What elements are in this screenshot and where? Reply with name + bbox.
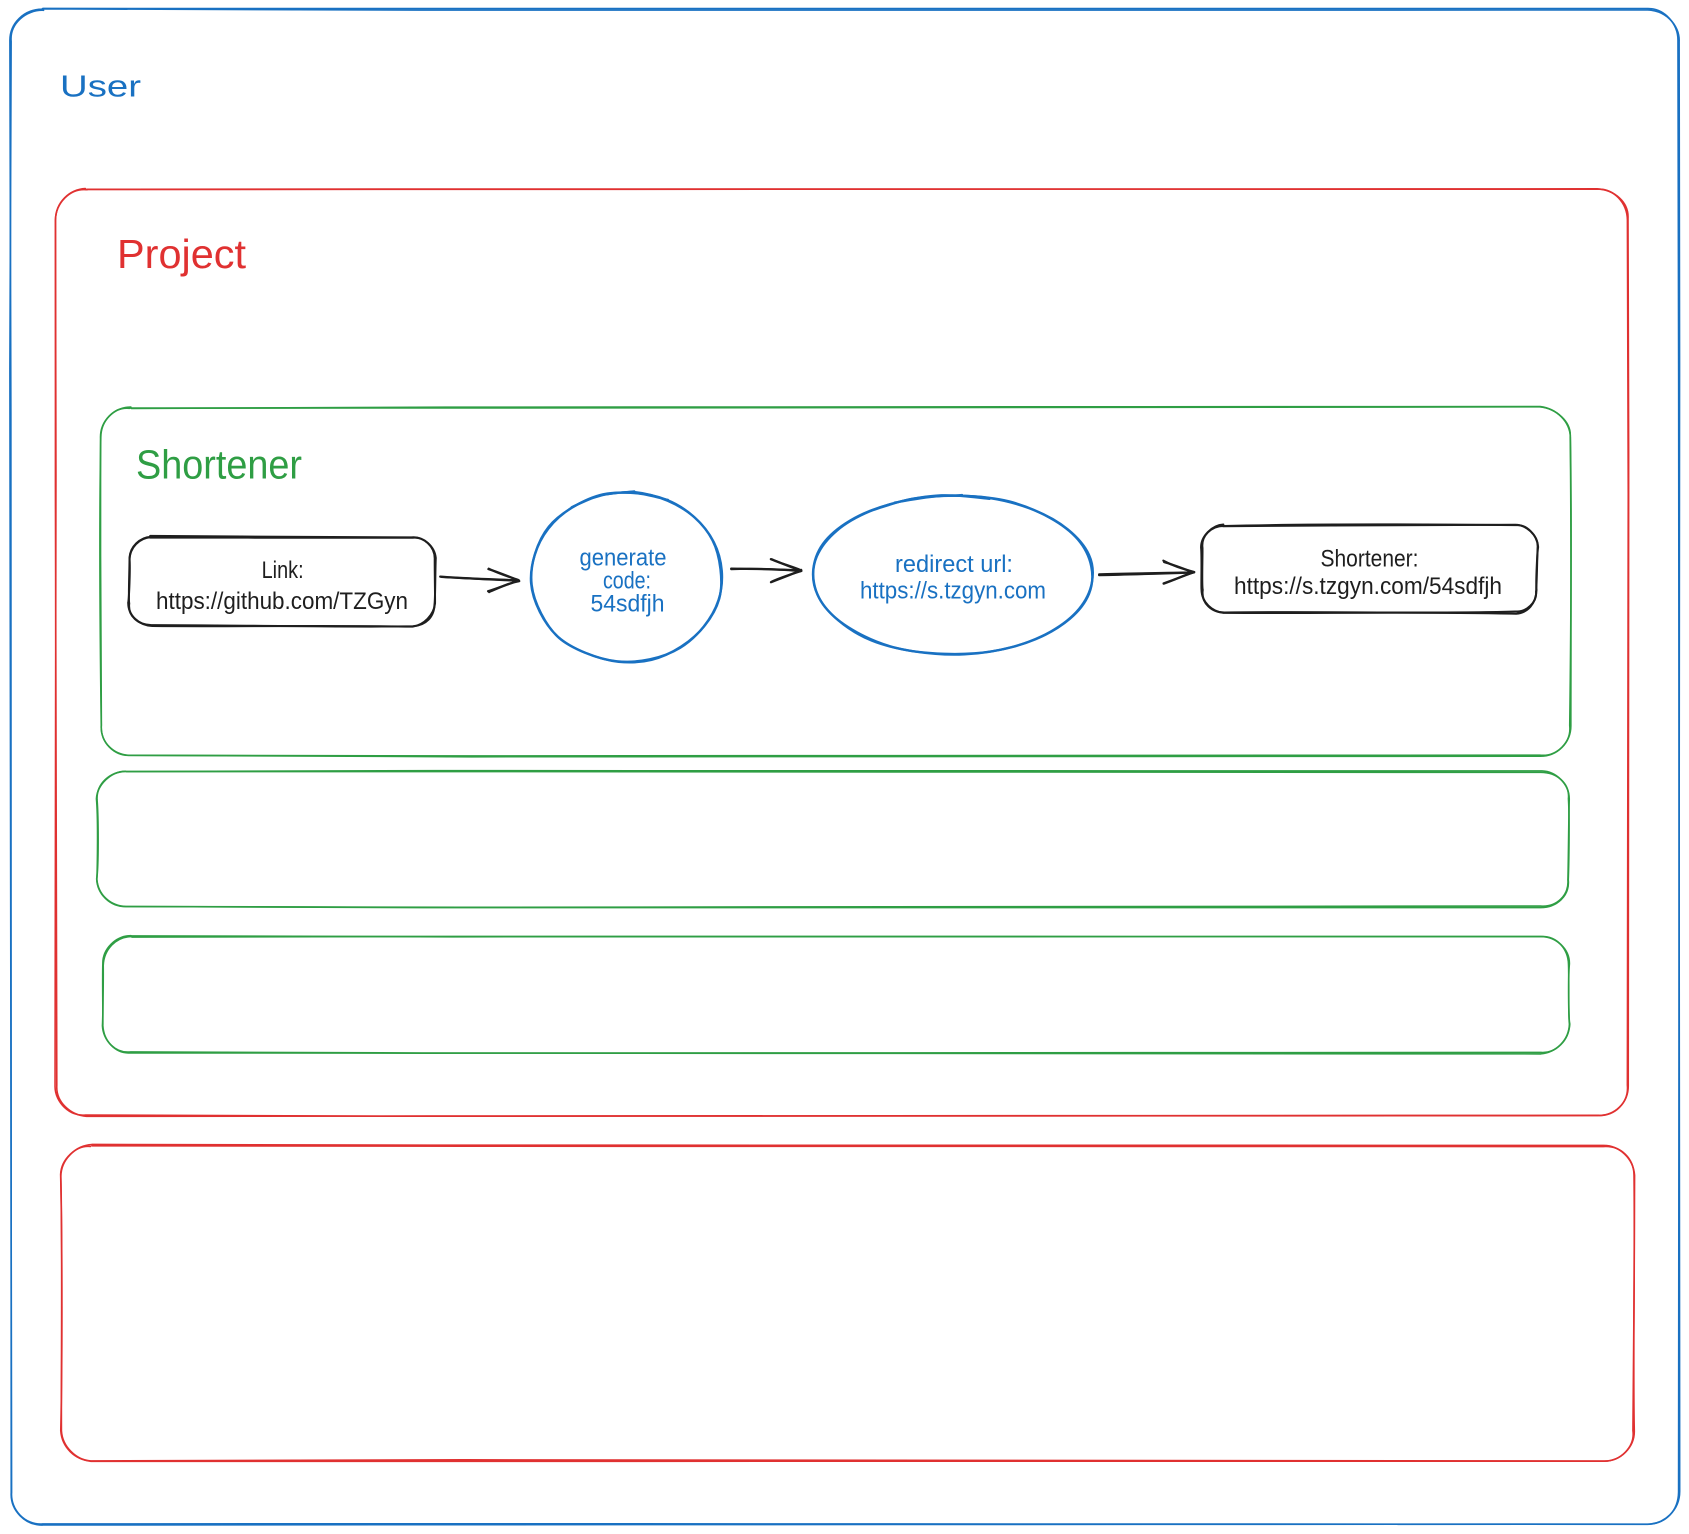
svg-text:Link:: Link: [262,557,304,584]
svg-text:54sdfjh: 54sdfjh [591,591,665,618]
svg-text:Shortener:: Shortener: [1321,546,1419,573]
svg-text:Shortener: Shortener [136,442,302,488]
svg-text:User: User [60,70,141,104]
svg-text:Project: Project [117,231,247,277]
svg-text:generate: generate [580,545,667,572]
svg-text:redirect url:: redirect url: [895,551,1013,578]
svg-text:code:: code: [603,568,651,595]
svg-text:https://github.com/TZGyn: https://github.com/TZGyn [156,588,408,615]
svg-text:https://s.tzgyn.com: https://s.tzgyn.com [860,578,1046,605]
svg-text:https://s.tzgyn.com/54sdfjh: https://s.tzgyn.com/54sdfjh [1234,573,1502,600]
